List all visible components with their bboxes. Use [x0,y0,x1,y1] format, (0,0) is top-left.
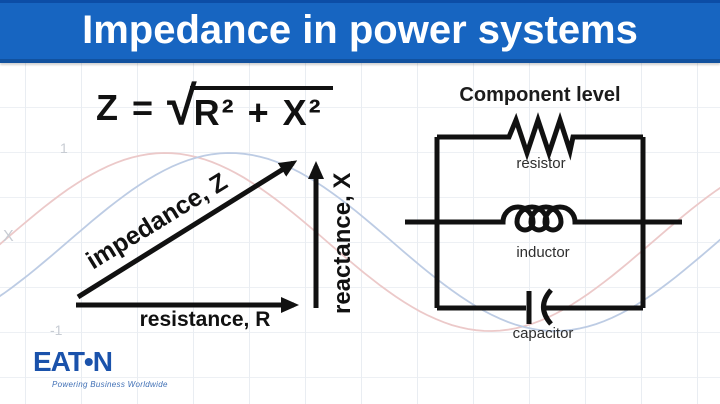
impedance-formula: Z = √ R² + X² [96,79,333,140]
axis-tick-1: 1 [60,140,68,156]
inductor-label: inductor [516,244,570,261]
resistance-label: resistance, R [139,308,271,331]
inductor-symbol [405,204,682,233]
eaton-tagline: Powering Business Worldwide [52,380,168,389]
red-sine-wave [0,152,720,332]
title-banner: Impedance in power systems [0,0,720,63]
axis-label-x: X [3,228,14,245]
radical-sign: √ [167,76,197,136]
axis-tick-minus-1: -1 [50,322,63,338]
slide-title: Impedance in power systems [82,8,638,52]
formula-radicand: R² + X² [189,86,333,134]
resistor-label: resistor [516,155,566,172]
component-level-title: Component level [459,84,621,106]
resistor-symbol [437,111,643,161]
eaton-logo: EAT•N [33,346,113,377]
impedance-arrow [76,160,298,300]
reactance-label: reactance, X [329,172,356,314]
capacitor-label: capacitor [512,325,574,342]
capacitor-symbol [437,288,643,326]
formula-lhs: Z = [96,87,156,128]
blue-sine-wave [0,152,720,332]
